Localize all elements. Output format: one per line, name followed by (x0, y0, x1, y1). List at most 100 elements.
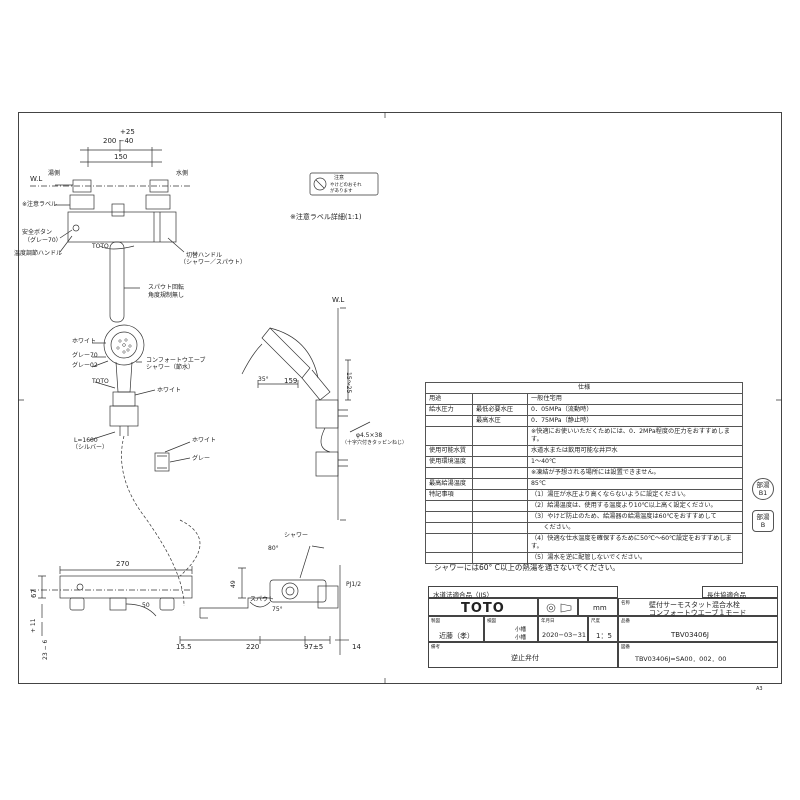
shower-white-label: ホワイト (72, 338, 97, 345)
dim-23-6: 23 − 6 (42, 639, 49, 660)
spec-subkey (472, 533, 528, 553)
angle-35: 35° (258, 376, 269, 383)
sticker-line2: やけどのおそれ (330, 183, 362, 188)
pipe-thread: PJ1/2 (346, 581, 362, 588)
product-name-1: 壁付サーモスタット混合水栓 (649, 601, 740, 609)
spec-value: ください。 (527, 522, 743, 534)
paper-size: A3 (756, 686, 763, 692)
spec-value: 85℃ (527, 478, 743, 490)
shower-gray02-label: グレー02 (72, 362, 98, 369)
spec-key (425, 467, 473, 479)
safety-button-label: 安全ボタン (22, 229, 53, 236)
spec-value: 0．75MPa（静止時） (527, 415, 743, 427)
spec-key: 最高給湯温度 (425, 478, 473, 490)
spec-value: ※凍結が予想される場所には設置できません。 (527, 467, 743, 479)
model-cell: 品番 TBV03406J (618, 616, 778, 642)
hose-length-label: L=1600 (74, 437, 98, 444)
dim-plus25: +25 (120, 128, 135, 136)
angle-80: 80° (268, 545, 279, 552)
angle-75: 75° (272, 606, 283, 613)
date-label: 年月日 (541, 619, 555, 624)
cold-side-label: 水側 (176, 170, 189, 177)
comfort-wave-sub: シャワー（節水） (146, 364, 195, 371)
spec-key: 使用可能水質 (425, 445, 473, 457)
projection-symbol-icon (546, 603, 572, 613)
stamp-b-bottom: B (760, 521, 766, 529)
spec-key (425, 552, 473, 564)
remarks-label: 備考 (431, 645, 440, 650)
spec-subkey (472, 445, 528, 457)
spec-row: 特記事項（1）湯圧が水圧より高くならないように設定ください。 (425, 489, 743, 501)
switch-handle-label: 切替ハンドル (186, 252, 223, 259)
dim-15-25: 15〜25 (345, 372, 352, 394)
spec-row: 使用可能水質水道水または飲用可能な井戸水 (425, 445, 743, 457)
holder-gray-label: グレー (192, 455, 211, 462)
dim-97: 97±5 (304, 643, 324, 651)
checker-label: 検図 (487, 619, 496, 624)
unit-cell: mm (578, 598, 618, 616)
spec-subkey (472, 489, 528, 501)
spec-key (425, 500, 473, 512)
spec-value: 0．05MPa（流動時） (527, 404, 743, 416)
sticker-line3: があります (330, 189, 353, 194)
dim-49: 49 (230, 580, 237, 588)
shower-callout: シャワー (284, 532, 309, 539)
spec-value: （4）快適な仕水温度を確保するために50℃〜60℃設定をおすすめします。 (527, 533, 743, 553)
screw-spec-sub: （十字穴付きタッピンねじ） (342, 440, 408, 446)
brand-logo: TOTO (461, 601, 505, 616)
sticker-line1: 注意 (334, 175, 345, 181)
scale-cell: 尺度 1：5 (588, 616, 618, 642)
shower-note: シャワーには60° C以上の熱湯を通さないでください。 (434, 563, 620, 572)
dim-150: 150 (114, 153, 128, 161)
stamp-b1-top: 部湯 (756, 481, 770, 489)
comfort-wave-label: コンフォートウエーブ (146, 357, 206, 364)
spec-value: 1〜40℃ (527, 456, 743, 468)
law-compliance: 水道法適合品（JIS） (433, 591, 493, 599)
spec-key: 用途 (425, 393, 473, 405)
shower-white2-label: ホワイト (157, 387, 182, 394)
spec-subkey (472, 426, 528, 446)
spout-rotation-label: スパウト回転 (148, 284, 185, 291)
date-value: 2020−03−31 (542, 631, 586, 639)
spec-key: 給水圧力 (425, 404, 473, 416)
model-label: 品番 (621, 619, 630, 624)
checker-2: 小幡 (515, 635, 527, 641)
spec-row: 最高給湯温度 85℃ (425, 478, 743, 490)
spec-key (425, 511, 473, 523)
dim-200: 200 −40 (103, 137, 134, 145)
stamp-b1: 部湯 B1 (752, 478, 774, 500)
spout-callout: スパウト (250, 596, 275, 603)
spec-subkey (472, 552, 528, 564)
spec-row: ください。 (425, 522, 743, 534)
designer-label: 製図 (431, 619, 440, 624)
product-name-2: コンフォートウエーブ１モード (649, 609, 747, 617)
checker-cell: 検図 小幡 小幡 (484, 616, 538, 642)
spec-subkey (472, 500, 528, 512)
spec-subkey (472, 522, 528, 534)
spec-row: （3）やけど防止のため、給湯器の給湯温度は60℃をおすすめして (425, 511, 743, 523)
screw-spec: φ4.5×38 (356, 432, 383, 439)
caution-detail-caption: ※注意ラベル詳細(1:1) (290, 213, 362, 221)
designer-name: 近藤（孝） (439, 632, 474, 640)
dim-220: 220 (246, 643, 260, 651)
toto-mark-top: TOTO (92, 243, 109, 250)
title-block: 水道法適合品（JIS） 長住協適合品 TOTO mm 名称 壁付サーモスタット混… (428, 586, 778, 682)
spec-row: ※凍結が予想される場所には設置できません。 (425, 467, 743, 479)
scale-label: 尺度 (591, 619, 600, 624)
dim-50: 50 (142, 602, 150, 609)
spec-row: （2）給湯温度は、使用する温度より10℃以上高く設定ください。 (425, 500, 743, 512)
projection-cell (538, 598, 578, 616)
spec-value: （5）湯水を逆に配管しないでください。 (527, 552, 743, 564)
spec-key (425, 522, 473, 534)
spec-value: ※快適にお使いいただくためには、0．2MPa程度の圧力をおすすめします。 (527, 426, 743, 446)
checker-1: 小幡 (515, 627, 527, 633)
wl-label: W.L (30, 175, 43, 183)
spec-subkey: 最低必要水圧 (472, 404, 528, 416)
remarks-cell: 備考 逆止弁付 (428, 642, 618, 668)
dim-270: 270 (116, 560, 130, 568)
stamp-b1-bottom: B1 (758, 489, 768, 497)
spec-key (425, 533, 473, 553)
